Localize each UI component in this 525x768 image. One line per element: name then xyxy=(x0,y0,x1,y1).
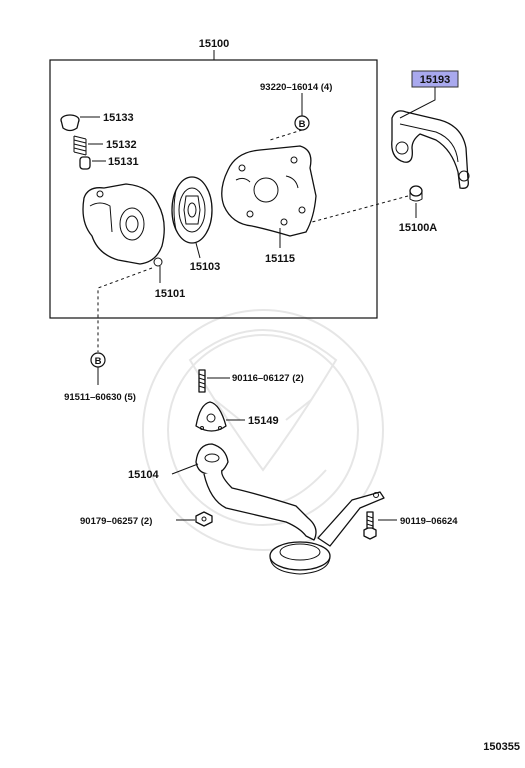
callout-15193[interactable]: 15193 xyxy=(420,74,451,86)
bolt-marker-b-upper: B xyxy=(294,115,310,131)
part-90119-bolt[interactable] xyxy=(363,511,377,540)
callout-93220-16014[interactable]: 93220–16014 (4) xyxy=(260,82,332,93)
part-15104-oil-strainer[interactable] xyxy=(195,443,385,575)
callout-15149[interactable]: 15149 xyxy=(248,415,279,427)
callout-15132[interactable]: 15132 xyxy=(106,139,137,151)
part-15131-relief-valve[interactable] xyxy=(79,156,91,170)
callout-15100a[interactable]: 15100A xyxy=(399,222,438,234)
callout-91511-60630[interactable]: 91511–60630 (5) xyxy=(64,392,136,403)
part-15149-strainer-gasket[interactable] xyxy=(195,401,227,432)
part-15101-pump-body[interactable] xyxy=(82,183,165,267)
watermark-emblem xyxy=(142,309,384,551)
callout-15101[interactable]: 15101 xyxy=(155,288,186,300)
callout-90116-06127[interactable]: 90116–06127 (2) xyxy=(232,373,304,384)
svg-text:B: B xyxy=(95,356,102,367)
callout-15131[interactable]: 15131 xyxy=(108,156,139,168)
part-15115-pump-cover[interactable] xyxy=(221,145,317,237)
callout-15133[interactable]: 15133 xyxy=(103,112,134,124)
page-number: 150355 xyxy=(483,741,520,753)
part-15100a-dowel[interactable] xyxy=(409,185,423,202)
part-90179-nut[interactable] xyxy=(195,511,213,527)
callout-90179-06257[interactable]: 90179–06257 (2) xyxy=(80,516,152,527)
callout-15103[interactable]: 15103 xyxy=(190,261,221,273)
callout-15104[interactable]: 15104 xyxy=(128,469,159,481)
callout-90119-06624[interactable]: 90119–06624 xyxy=(400,516,458,527)
part-90116-stud[interactable] xyxy=(198,369,206,393)
part-15132-relief-spring[interactable] xyxy=(73,135,87,156)
callout-15115[interactable]: 15115 xyxy=(265,253,295,265)
part-15103-rotor-set[interactable] xyxy=(171,176,213,244)
assembly-frame-15100 xyxy=(49,50,378,319)
assembly-label[interactable]: 15100 xyxy=(199,38,230,50)
bolt-marker-b-lower: B xyxy=(90,352,106,368)
part-15133-relief-plug[interactable] xyxy=(60,114,80,132)
svg-text:B: B xyxy=(299,119,306,130)
part-15193-gasket[interactable] xyxy=(391,110,470,189)
